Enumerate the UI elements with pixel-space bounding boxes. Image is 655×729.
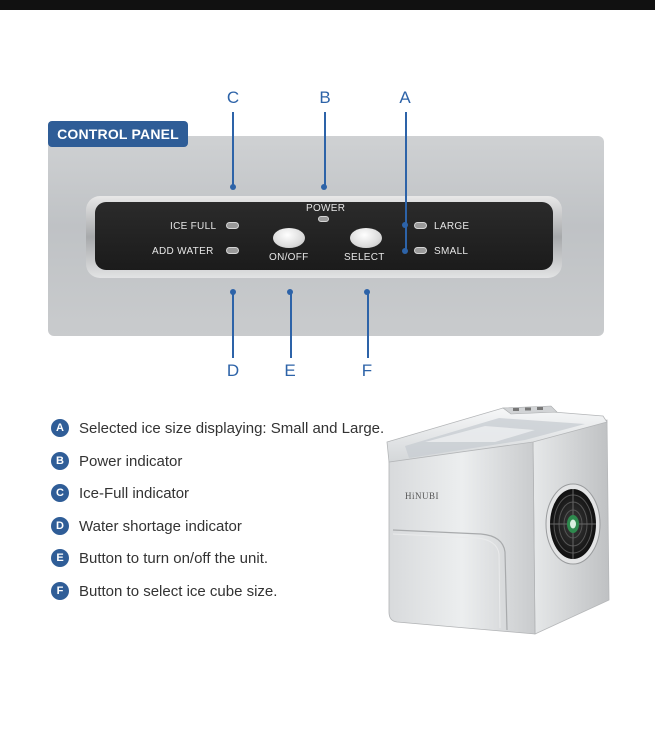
on-off-button[interactable]	[273, 228, 305, 248]
leader-dot-a-large	[402, 222, 408, 228]
legend-badge-a: A	[51, 419, 69, 437]
callout-letter-b: B	[319, 88, 331, 107]
legend-item-a: A Selected ice size displaying: Small an…	[51, 418, 384, 438]
top-bar	[0, 0, 655, 10]
ice-full-indicator-led	[226, 222, 239, 229]
small-label: SMALL	[434, 246, 469, 257]
ice-full-label: ICE FULL	[170, 221, 217, 232]
large-label: LARGE	[434, 221, 470, 232]
leader-line-d	[232, 292, 234, 358]
callout-letter-d: D	[226, 361, 240, 380]
panel-screen	[95, 202, 553, 270]
callout-letter-a: A	[399, 88, 411, 107]
legend-item-f: F Button to select ice cube size.	[51, 581, 277, 601]
leader-line-c	[232, 112, 234, 187]
legend-badge-b: B	[51, 452, 69, 470]
select-label: SELECT	[344, 252, 385, 263]
legend-badge-d: D	[51, 517, 69, 535]
callout-letter-c: C	[226, 88, 240, 107]
legend-text-f: Button to select ice cube size.	[79, 582, 278, 600]
add-water-indicator-led	[226, 247, 239, 254]
legend-item-e: E Button to turn on/off the unit.	[51, 548, 268, 568]
legend-badge-e: E	[51, 549, 69, 567]
leader-line-a	[405, 112, 407, 252]
brand-logo: HiNUBI	[405, 491, 439, 501]
leader-line-f	[367, 292, 369, 358]
callout-letter-f: F	[361, 361, 373, 380]
power-label: POWER	[306, 203, 346, 214]
legend-text-d: Water shortage indicator	[79, 517, 242, 535]
large-indicator-led	[414, 222, 427, 229]
leader-dot-b	[321, 184, 327, 190]
small-indicator-led	[414, 247, 427, 254]
legend-text-a: Selected ice size displaying: Small and …	[79, 419, 385, 437]
ice-maker-product-image: HiNUBI	[385, 402, 613, 652]
legend-text-b: Power indicator	[79, 452, 183, 470]
add-water-label: ADD WATER	[152, 246, 214, 257]
control-panel-title: CONTROL PANEL	[48, 121, 188, 147]
leader-line-b	[324, 112, 326, 187]
power-indicator-led	[318, 216, 329, 222]
legend-badge-c: C	[51, 484, 69, 502]
legend-badge-f: F	[51, 582, 69, 600]
leader-dot-d	[230, 289, 236, 295]
leader-dot-f	[364, 289, 370, 295]
legend-item-d: D Water shortage indicator	[51, 516, 242, 536]
leader-dot-e	[287, 289, 293, 295]
legend-item-c: C Ice-Full indicator	[51, 483, 189, 503]
ice-maker-illustration: HiNUBI	[386, 405, 610, 635]
callout-letter-e: E	[284, 361, 296, 380]
legend-text-c: Ice-Full indicator	[79, 484, 190, 502]
legend-text-e: Button to turn on/off the unit.	[79, 549, 269, 567]
select-button[interactable]	[350, 228, 382, 248]
leader-dot-c	[230, 184, 236, 190]
fan-grille-icon	[545, 483, 601, 565]
leader-line-e	[290, 292, 292, 358]
leader-dot-a-small	[402, 248, 408, 254]
on-off-label: ON/OFF	[269, 252, 309, 263]
legend-item-b: B Power indicator	[51, 451, 182, 471]
